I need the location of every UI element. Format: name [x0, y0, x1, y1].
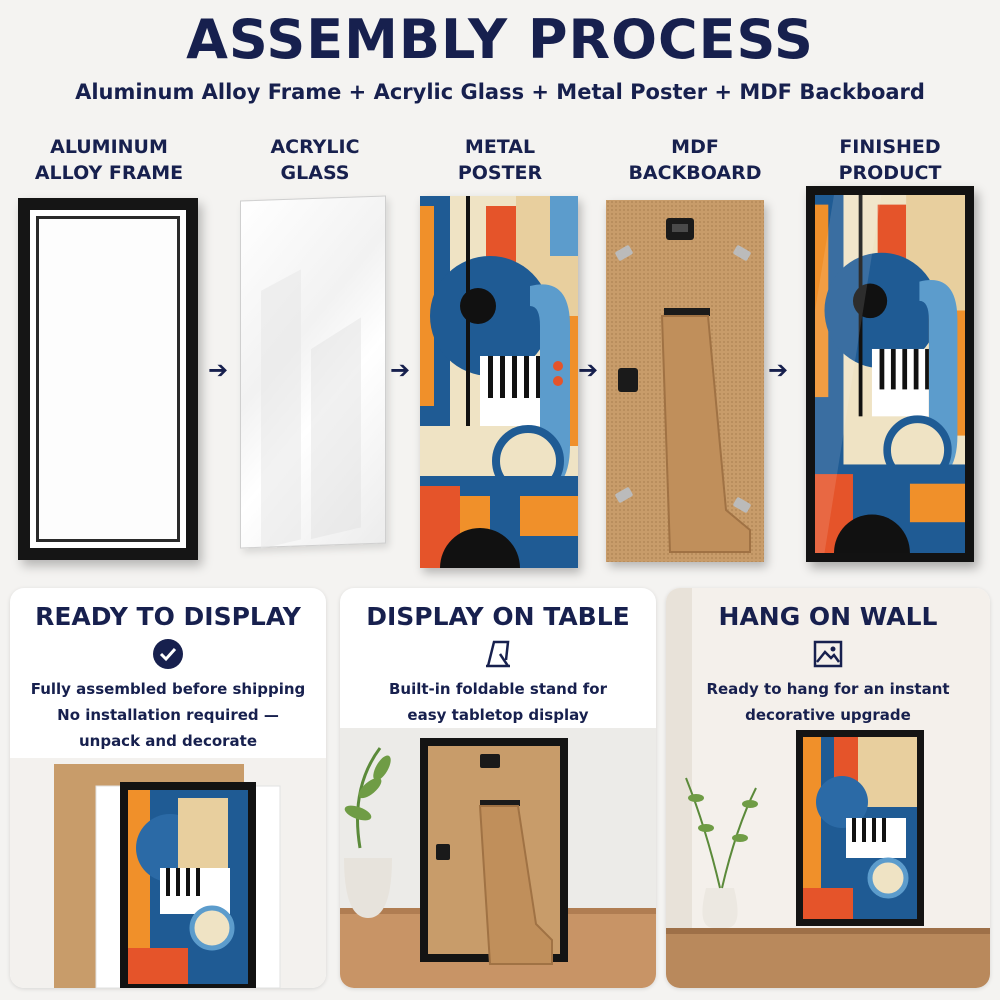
step-label-line: ALUMINUM	[50, 136, 168, 158]
easel-stand	[660, 315, 751, 553]
step-label-line: POSTER	[457, 162, 543, 184]
boxed-poster-photo	[10, 758, 326, 988]
card-text-line: No installation required —	[57, 706, 279, 724]
card-text-line: decorative upgrade	[745, 706, 911, 724]
check-circle-icon	[153, 639, 183, 669]
vase-icon	[685, 777, 758, 928]
card-text-line: Ready to hang for an instant	[706, 680, 950, 698]
mdf-backboard-image	[606, 200, 764, 562]
arrow-right-icon: ➔	[768, 356, 789, 384]
jazz-artwork-framed	[815, 195, 965, 592]
step-label-line: MDF	[671, 136, 719, 158]
aluminum-frame-image	[18, 198, 198, 560]
step-label-poster: METAL POSTER	[415, 134, 585, 186]
card-ready-to-display: READY TO DISPLAY Fully assembled before …	[10, 588, 326, 988]
arrow-right-icon: ➔	[390, 356, 411, 384]
step-label-line: BACKBOARD	[628, 162, 762, 184]
plant-icon	[344, 747, 392, 918]
step-label-line: FINISHED	[839, 136, 941, 158]
easel-stand-icon	[486, 640, 510, 668]
step-label-glass: ACRYLIC GLASS	[230, 134, 400, 186]
card-description: Ready to hang for an instant decorative …	[666, 676, 990, 728]
finished-product-image	[806, 186, 974, 592]
arrow-right-icon: ➔	[208, 356, 229, 384]
step-label-line: ALLOY FRAME	[34, 162, 184, 184]
card-text-line: unpack and decorate	[78, 732, 258, 750]
card-title: DISPLAY ON TABLE	[366, 602, 630, 631]
acrylic-glass-image	[240, 195, 386, 549]
arrow-right-icon: ➔	[578, 356, 599, 384]
jazz-artwork	[420, 196, 578, 568]
wall-photo-background	[666, 588, 990, 988]
tabletop-photo	[340, 728, 656, 988]
page-subtitle: Aluminum Alloy Frame + Acrylic Glass + M…	[75, 80, 925, 104]
card-description: Fully assembled before shipping No insta…	[10, 676, 326, 754]
wall-poster	[796, 730, 924, 926]
step-label-line: GLASS	[280, 162, 350, 184]
card-text-line: Built-in foldable stand for	[388, 680, 608, 698]
backboard-hardware	[615, 218, 751, 553]
card-display-on-table: DISPLAY ON TABLE Built-in foldable stand…	[340, 588, 656, 988]
glass-reflection	[261, 269, 361, 549]
hinge-icon	[618, 368, 638, 392]
page-title: ASSEMBLY PROCESS	[186, 8, 814, 71]
card-title: HANG ON WALL	[718, 602, 938, 631]
step-label-line: ACRYLIC	[270, 136, 360, 158]
frame-inner-lip	[36, 216, 180, 542]
card-text-line: Fully assembled before shipping	[30, 680, 306, 698]
card-description: Built-in foldable stand for easy tableto…	[340, 676, 656, 728]
step-label-finished: FINISHED PRODUCT	[805, 134, 975, 186]
picture-icon	[813, 640, 843, 668]
step-label-line: METAL	[464, 136, 536, 158]
step-label-line: PRODUCT	[838, 162, 942, 184]
step-label-frame: ALUMINUM ALLOY FRAME	[24, 134, 194, 186]
step-label-backboard: MDF BACKBOARD	[610, 134, 780, 186]
metal-poster-image	[420, 196, 578, 568]
card-hang-on-wall: HANG ON WALL Ready to hang for an instan…	[666, 588, 990, 988]
card-text-line: easy tabletop display	[407, 706, 589, 724]
card-title: READY TO DISPLAY	[35, 602, 301, 631]
